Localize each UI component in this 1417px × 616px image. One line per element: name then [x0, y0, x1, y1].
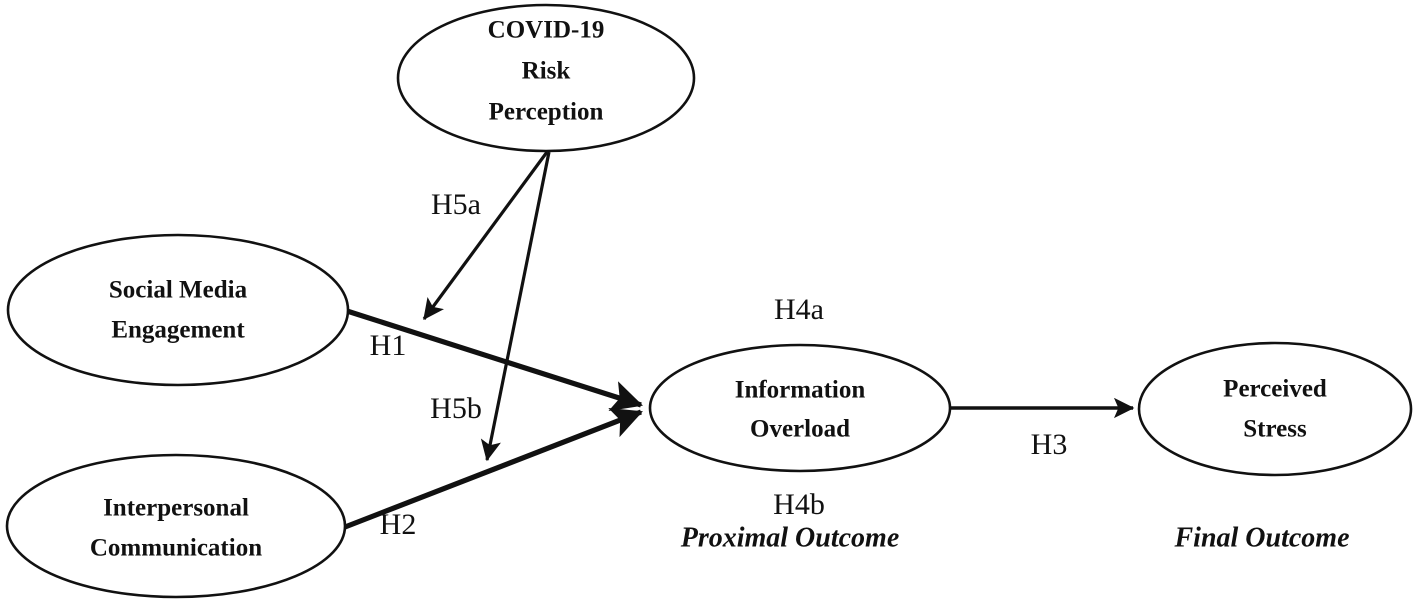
hypothesis-labels-group: H5a H1 H5b H2 H4a H4b H3	[370, 188, 1068, 541]
edge-h5b-covid-to-h2-path	[480, 151, 551, 462]
covid-risk-perception-label-line3: Perception	[489, 99, 604, 126]
hypothesis-label-h5a: H5a	[431, 188, 481, 221]
interpersonal-communication-label-line1: Interpersonal	[103, 495, 249, 522]
node-covid-risk-perception[interactable]: COVID-19 Risk Perception	[396, 3, 696, 153]
information-overload-label-line1: Information	[735, 377, 866, 404]
perceived-stress-label-line2: Stress	[1243, 416, 1307, 443]
edge-h1-social-media-to-information-overload	[346, 308, 643, 411]
information-overload-ellipse[interactable]	[648, 343, 952, 473]
edge-h5a-covid-to-h1-path	[422, 151, 549, 321]
covid-risk-perception-ellipse[interactable]	[396, 3, 696, 153]
covid-risk-perception-label-line2: Risk	[522, 58, 571, 85]
social-media-engagement-label-line2: Engagement	[111, 317, 245, 344]
outcome-label-proximal: Proximal Outcome	[680, 522, 900, 553]
node-information-overload[interactable]: Information Overload	[648, 343, 952, 473]
edges-group	[344, 151, 1135, 530]
node-social-media-engagement[interactable]: Social Media Engagement	[6, 233, 350, 387]
social-media-engagement-ellipse[interactable]	[6, 233, 350, 387]
hypothesis-label-h2: H2	[380, 508, 417, 541]
hypothesis-label-h5b: H5b	[430, 392, 482, 425]
interpersonal-communication-ellipse[interactable]	[5, 453, 347, 599]
interpersonal-communication-label-line2: Communication	[90, 535, 262, 562]
perceived-stress-ellipse[interactable]	[1137, 341, 1413, 477]
outcome-label-final: Final Outcome	[1173, 522, 1349, 553]
hypothesis-label-h3: H3	[1031, 428, 1068, 461]
information-overload-label-line2: Overload	[750, 416, 850, 443]
social-media-engagement-label-line1: Social Media	[109, 277, 248, 304]
outcome-labels-group: Proximal Outcome Final Outcome	[680, 522, 1350, 553]
node-interpersonal-communication[interactable]: Interpersonal Communication	[5, 453, 347, 599]
edge-h2-interpersonal-to-information-overload	[344, 408, 643, 530]
hypothesis-label-h1: H1	[370, 329, 407, 362]
node-perceived-stress[interactable]: Perceived Stress	[1137, 341, 1413, 477]
perceived-stress-label-line1: Perceived	[1223, 376, 1327, 403]
hypothesis-label-h4b: H4b	[773, 488, 825, 521]
hypothesis-label-h4a: H4a	[774, 293, 824, 326]
covid-risk-perception-label-line1: COVID-19	[488, 17, 605, 44]
